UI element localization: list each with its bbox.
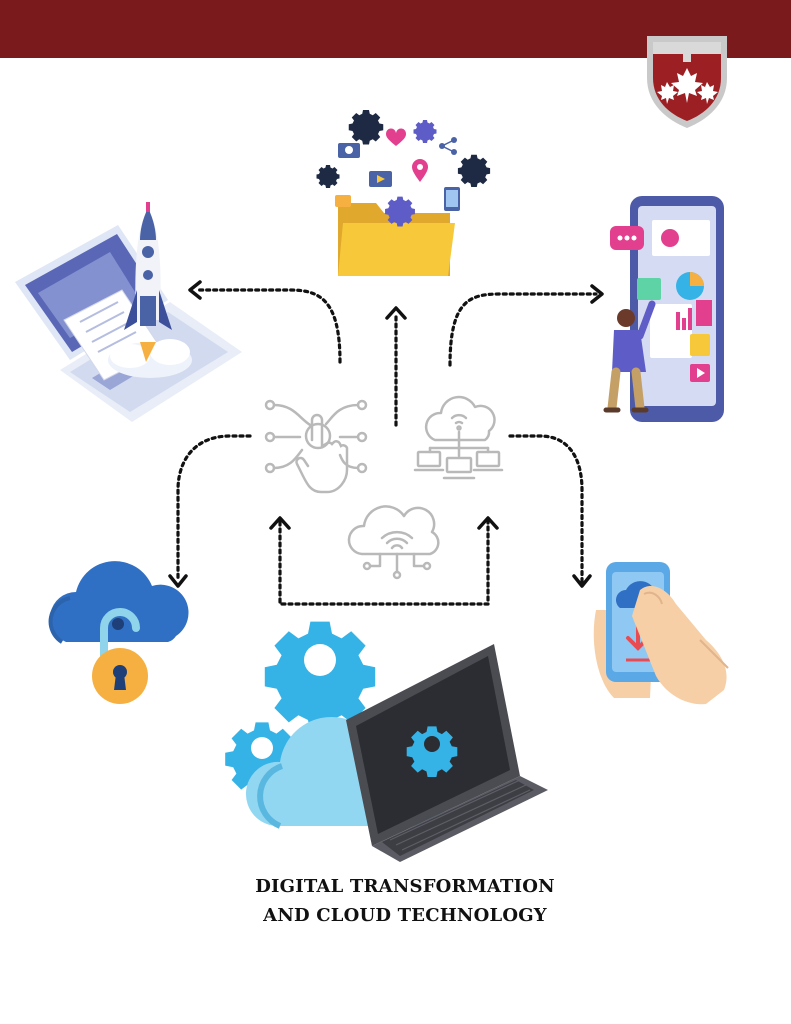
connector-arrows	[176, 288, 598, 606]
folder-media-icon	[316, 110, 491, 276]
diagram-title: DIGITAL TRANSFORMATION AND CLOUD TECHNOL…	[200, 872, 610, 930]
laptop-rocket-icon	[15, 202, 242, 422]
arrowhead-right	[590, 284, 604, 304]
arrowhead-down-right	[572, 574, 592, 588]
cloud-wifi-icon	[347, 505, 440, 580]
arrowhead-up-center	[385, 306, 407, 320]
cloud-lock-icon	[48, 561, 189, 704]
cloud-network-icon	[413, 395, 504, 480]
arrow-to-phone-dashboard	[448, 292, 598, 367]
arrow-bottom-bracket	[278, 520, 490, 606]
arrow-to-cloud-lock	[176, 434, 252, 582]
arrowhead-down-left	[168, 574, 188, 588]
title-line-2: AND CLOUD TECHNOLOGY	[263, 905, 547, 926]
phone-hand-download-icon	[593, 562, 729, 705]
gears-cloud-laptop-icon	[225, 621, 548, 862]
arrow-to-laptop-rocket	[194, 288, 342, 364]
arrowhead-up-right	[477, 516, 499, 530]
touch-network-icon	[264, 399, 368, 494]
smartphone-dashboard-icon	[603, 196, 724, 422]
crest-logo-icon	[647, 36, 727, 128]
arrow-to-phone-hand	[508, 434, 584, 584]
arrowhead-left	[188, 280, 202, 300]
arrowhead-up-left	[269, 516, 291, 530]
title-line-1: DIGITAL TRANSFORMATION	[255, 876, 555, 897]
